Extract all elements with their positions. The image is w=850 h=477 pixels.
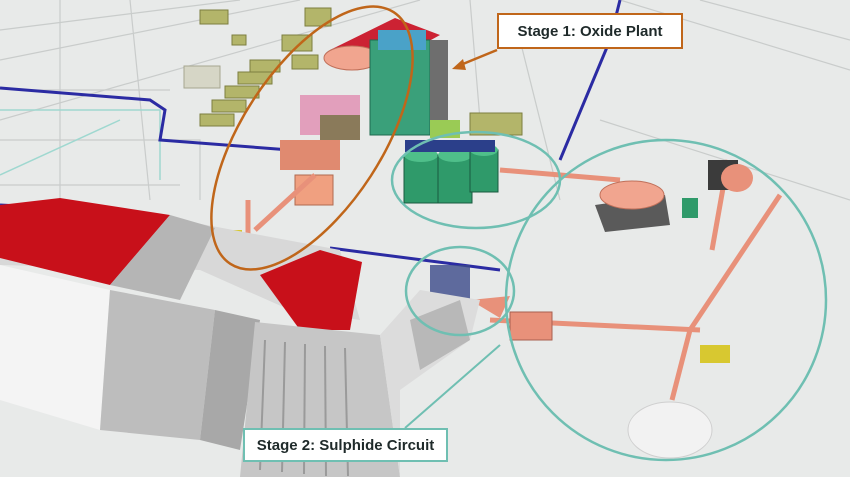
stage1-pointer-line [457,48,498,68]
stage1-label: Stage 1: Oxide Plant [517,22,663,40]
stage2-pointer-line [404,344,501,429]
oxide-plant-highlight [210,5,414,271]
sulphide-circuit-highlight [504,138,828,462]
stage2-label: Stage 2: Sulphide Circuit [256,436,435,454]
teal-lines [0,109,161,180]
stage1-callout: Stage 1: Oxide Plant [497,13,683,49]
stockpile-dome [627,401,713,459]
stage1-arrow-icon [452,59,466,70]
stockpile-building [0,198,480,477]
leach-tanks [403,140,698,218]
sulphide-feed-highlight [404,245,516,337]
stage2-callout: Stage 2: Sulphide Circuit [243,428,448,462]
